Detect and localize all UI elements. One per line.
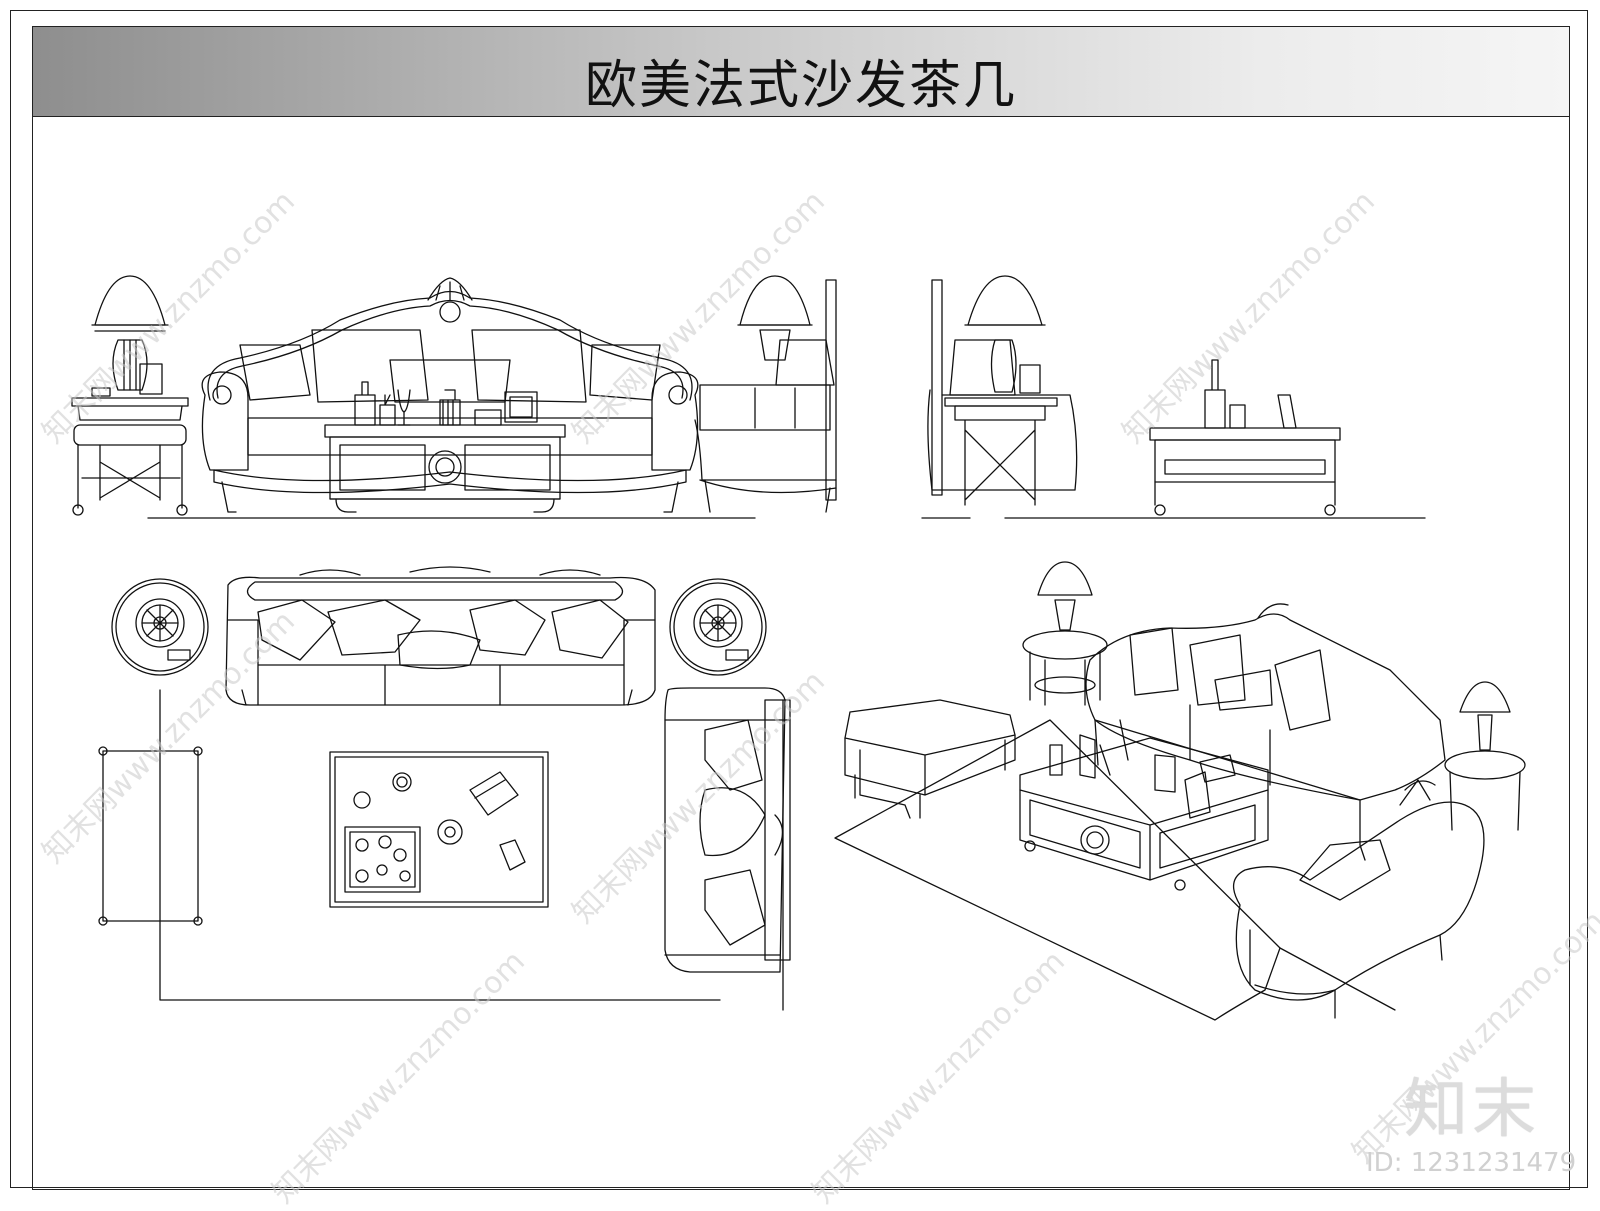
- wine-bottle: [354, 381, 376, 426]
- lamp-shade: [967, 275, 1043, 326]
- left-arm: [201, 371, 249, 471]
- sofa-perspective: [1085, 613, 1446, 801]
- coffee-table-side: [1149, 359, 1341, 516]
- ottoman-plan: [102, 750, 199, 922]
- back-cushion: [239, 344, 311, 401]
- rug-edge: [159, 689, 721, 1001]
- sofa-back-side: [931, 279, 943, 496]
- armchair-perspective: [1233, 801, 1485, 1001]
- title-bar: 欧美法式沙发茶几: [33, 27, 1569, 117]
- perspective-view: [834, 561, 1526, 1021]
- crest-carving: [427, 277, 473, 301]
- sofa-back-frame: [207, 290, 693, 401]
- lamp-base: [112, 339, 148, 391]
- right-arm: [651, 371, 699, 471]
- drawing-title: 欧美法式沙发茶几: [584, 56, 1017, 116]
- coffee-table-plan: [329, 751, 549, 908]
- sofa-apron: [213, 469, 687, 494]
- sofa-arm-side: [927, 389, 1078, 491]
- side-table-perspective: [1022, 630, 1108, 660]
- drawing-frame: [32, 26, 1570, 1190]
- armchair-seat: [699, 384, 831, 431]
- seat-cushion: [247, 417, 653, 456]
- side-table-with-lamp-left: [71, 275, 189, 516]
- three-seat-sofa-front: [201, 277, 699, 513]
- picture-frame-side: [1277, 394, 1297, 429]
- table-top: [71, 397, 189, 407]
- sofa-plan-back: [246, 581, 624, 601]
- coffee-table-front: [324, 381, 566, 513]
- rug-perspective: [834, 719, 1281, 1021]
- picture-frame: [504, 391, 538, 423]
- image-id: ID: 1231231479: [1366, 1148, 1577, 1178]
- pillow-plan: [257, 599, 336, 661]
- side-elevation: [921, 275, 1426, 519]
- side-table-plan-right: [669, 578, 767, 676]
- side-table-plan-left: [111, 578, 209, 676]
- pillow-plan: [704, 719, 763, 791]
- bench-perspective: [844, 699, 1016, 756]
- plan-view: [98, 566, 791, 1011]
- armchair-front: [694, 275, 837, 513]
- bottle-side: [1204, 359, 1226, 429]
- lamp-shade: [94, 275, 166, 326]
- armchair-back: [825, 279, 837, 501]
- side-table-top: [944, 397, 1058, 407]
- armchair-plan: [664, 687, 786, 973]
- coffee-table-top: [324, 424, 566, 438]
- outer-frame: [10, 10, 1588, 1188]
- front-elevation: [71, 275, 837, 519]
- lamp-shade: [739, 275, 811, 326]
- sofa-plan: [225, 576, 656, 706]
- brand-logo-text: 知末: [1404, 1073, 1540, 1147]
